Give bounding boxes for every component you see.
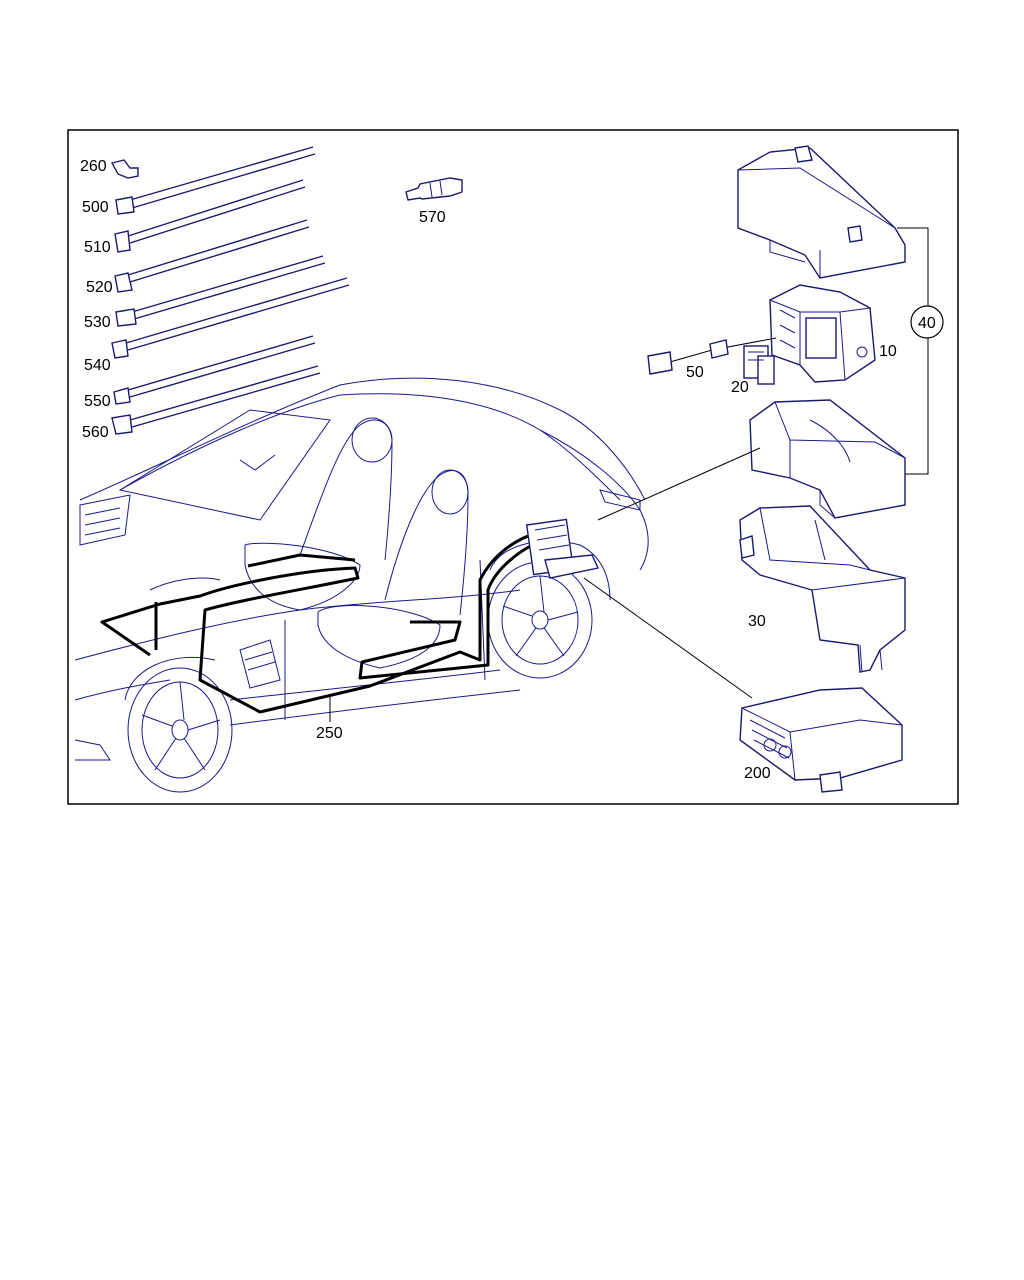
callout-20: 20 (731, 379, 749, 396)
mounting-bracket (739, 505, 906, 673)
cable-50 (647, 337, 777, 375)
callout-560: 560 (82, 424, 109, 441)
callout-260: 260 (80, 158, 107, 175)
relay-part (743, 345, 775, 385)
wiring-harness-branch (154, 553, 356, 650)
callout-530: 530 (84, 314, 111, 331)
fitting-560 (111, 414, 133, 435)
fitting-500 (115, 196, 135, 215)
fitting-520 (114, 272, 133, 293)
callout-40: 40 (918, 315, 936, 332)
callout-570: 570 (419, 209, 446, 226)
control-unit (739, 687, 903, 793)
callout-550: 550 (84, 393, 111, 410)
wiring-harness (100, 530, 547, 714)
fitting-540 (111, 339, 129, 359)
callout-labels: 260 500 510 520 530 540 550 560 570 10 2… (80, 158, 944, 782)
callout-500: 500 (82, 199, 109, 216)
leader-control-unit (583, 577, 753, 699)
callout-50: 50 (686, 364, 704, 381)
callout-510: 510 (84, 239, 111, 256)
callout-10: 10 (879, 343, 897, 360)
group-bracket-40 (897, 227, 929, 475)
callout-520: 520 (86, 279, 113, 296)
fitting-510 (114, 230, 131, 253)
pipes-group (110, 146, 463, 435)
car-mounted-unit (525, 518, 600, 579)
pump-unit (769, 284, 876, 383)
callout-540: 540 (84, 357, 111, 374)
fitting-530 (115, 308, 137, 327)
foam-insert (749, 399, 906, 519)
callout-40-circle (910, 305, 944, 339)
fitting-550 (113, 387, 131, 405)
car-outline (74, 377, 649, 793)
leader-foam (597, 447, 761, 521)
cover-lid (737, 145, 906, 279)
callout-30: 30 (748, 613, 766, 630)
fitting-260 (110, 159, 139, 179)
callout-200: 200 (744, 765, 771, 782)
callout-250: 250 (316, 725, 343, 742)
connector-570 (405, 177, 463, 201)
